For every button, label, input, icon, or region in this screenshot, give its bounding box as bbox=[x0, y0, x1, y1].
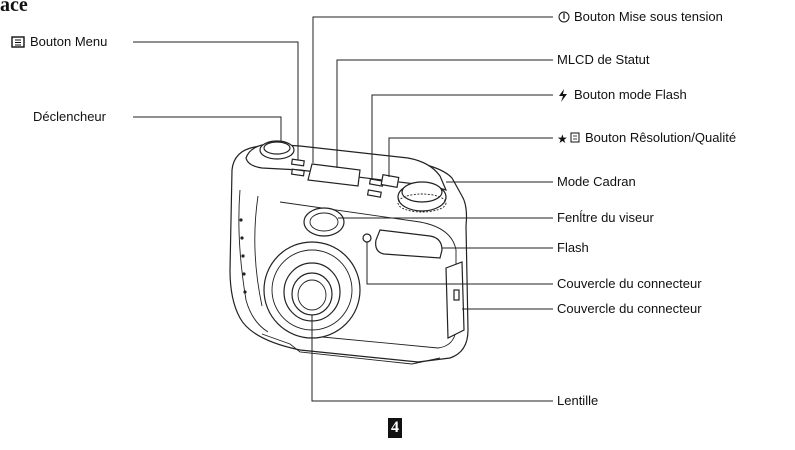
svg-text:★: ★ bbox=[557, 132, 568, 146]
label-shutter: Déclencheur bbox=[33, 109, 107, 124]
label-status-lcd: MLCD de Statut bbox=[557, 52, 650, 67]
menu-icon bbox=[11, 36, 25, 48]
label-viewfinder-window: Fenĺtre du viseur bbox=[557, 210, 654, 225]
flash-bolt-icon bbox=[559, 89, 567, 102]
label-flash: Flash bbox=[557, 240, 589, 255]
star-quality-icon: ★ bbox=[557, 132, 580, 146]
page-number: 4 bbox=[388, 418, 402, 438]
label-resolution-quality-button: Bouton Rêsolution/Qualité bbox=[585, 130, 736, 145]
power-icon bbox=[558, 11, 570, 23]
label-flash-mode-button: Bouton mode Flash bbox=[574, 87, 687, 102]
camera-illustration bbox=[229, 140, 469, 365]
label-mode-dial: Mode Cadran bbox=[557, 174, 636, 189]
label-connector-cover-2: Couvercle du connecteur bbox=[557, 301, 702, 316]
label-power-button: Bouton Mise sous tension bbox=[574, 9, 723, 24]
label-menu-button: Bouton Menu bbox=[30, 34, 107, 49]
label-lens: Lentille bbox=[557, 393, 598, 408]
leader-lines bbox=[133, 16, 553, 402]
label-connector-cover-1: Couvercle du connecteur bbox=[557, 276, 702, 291]
heading-fragment: ace bbox=[0, 0, 28, 16]
